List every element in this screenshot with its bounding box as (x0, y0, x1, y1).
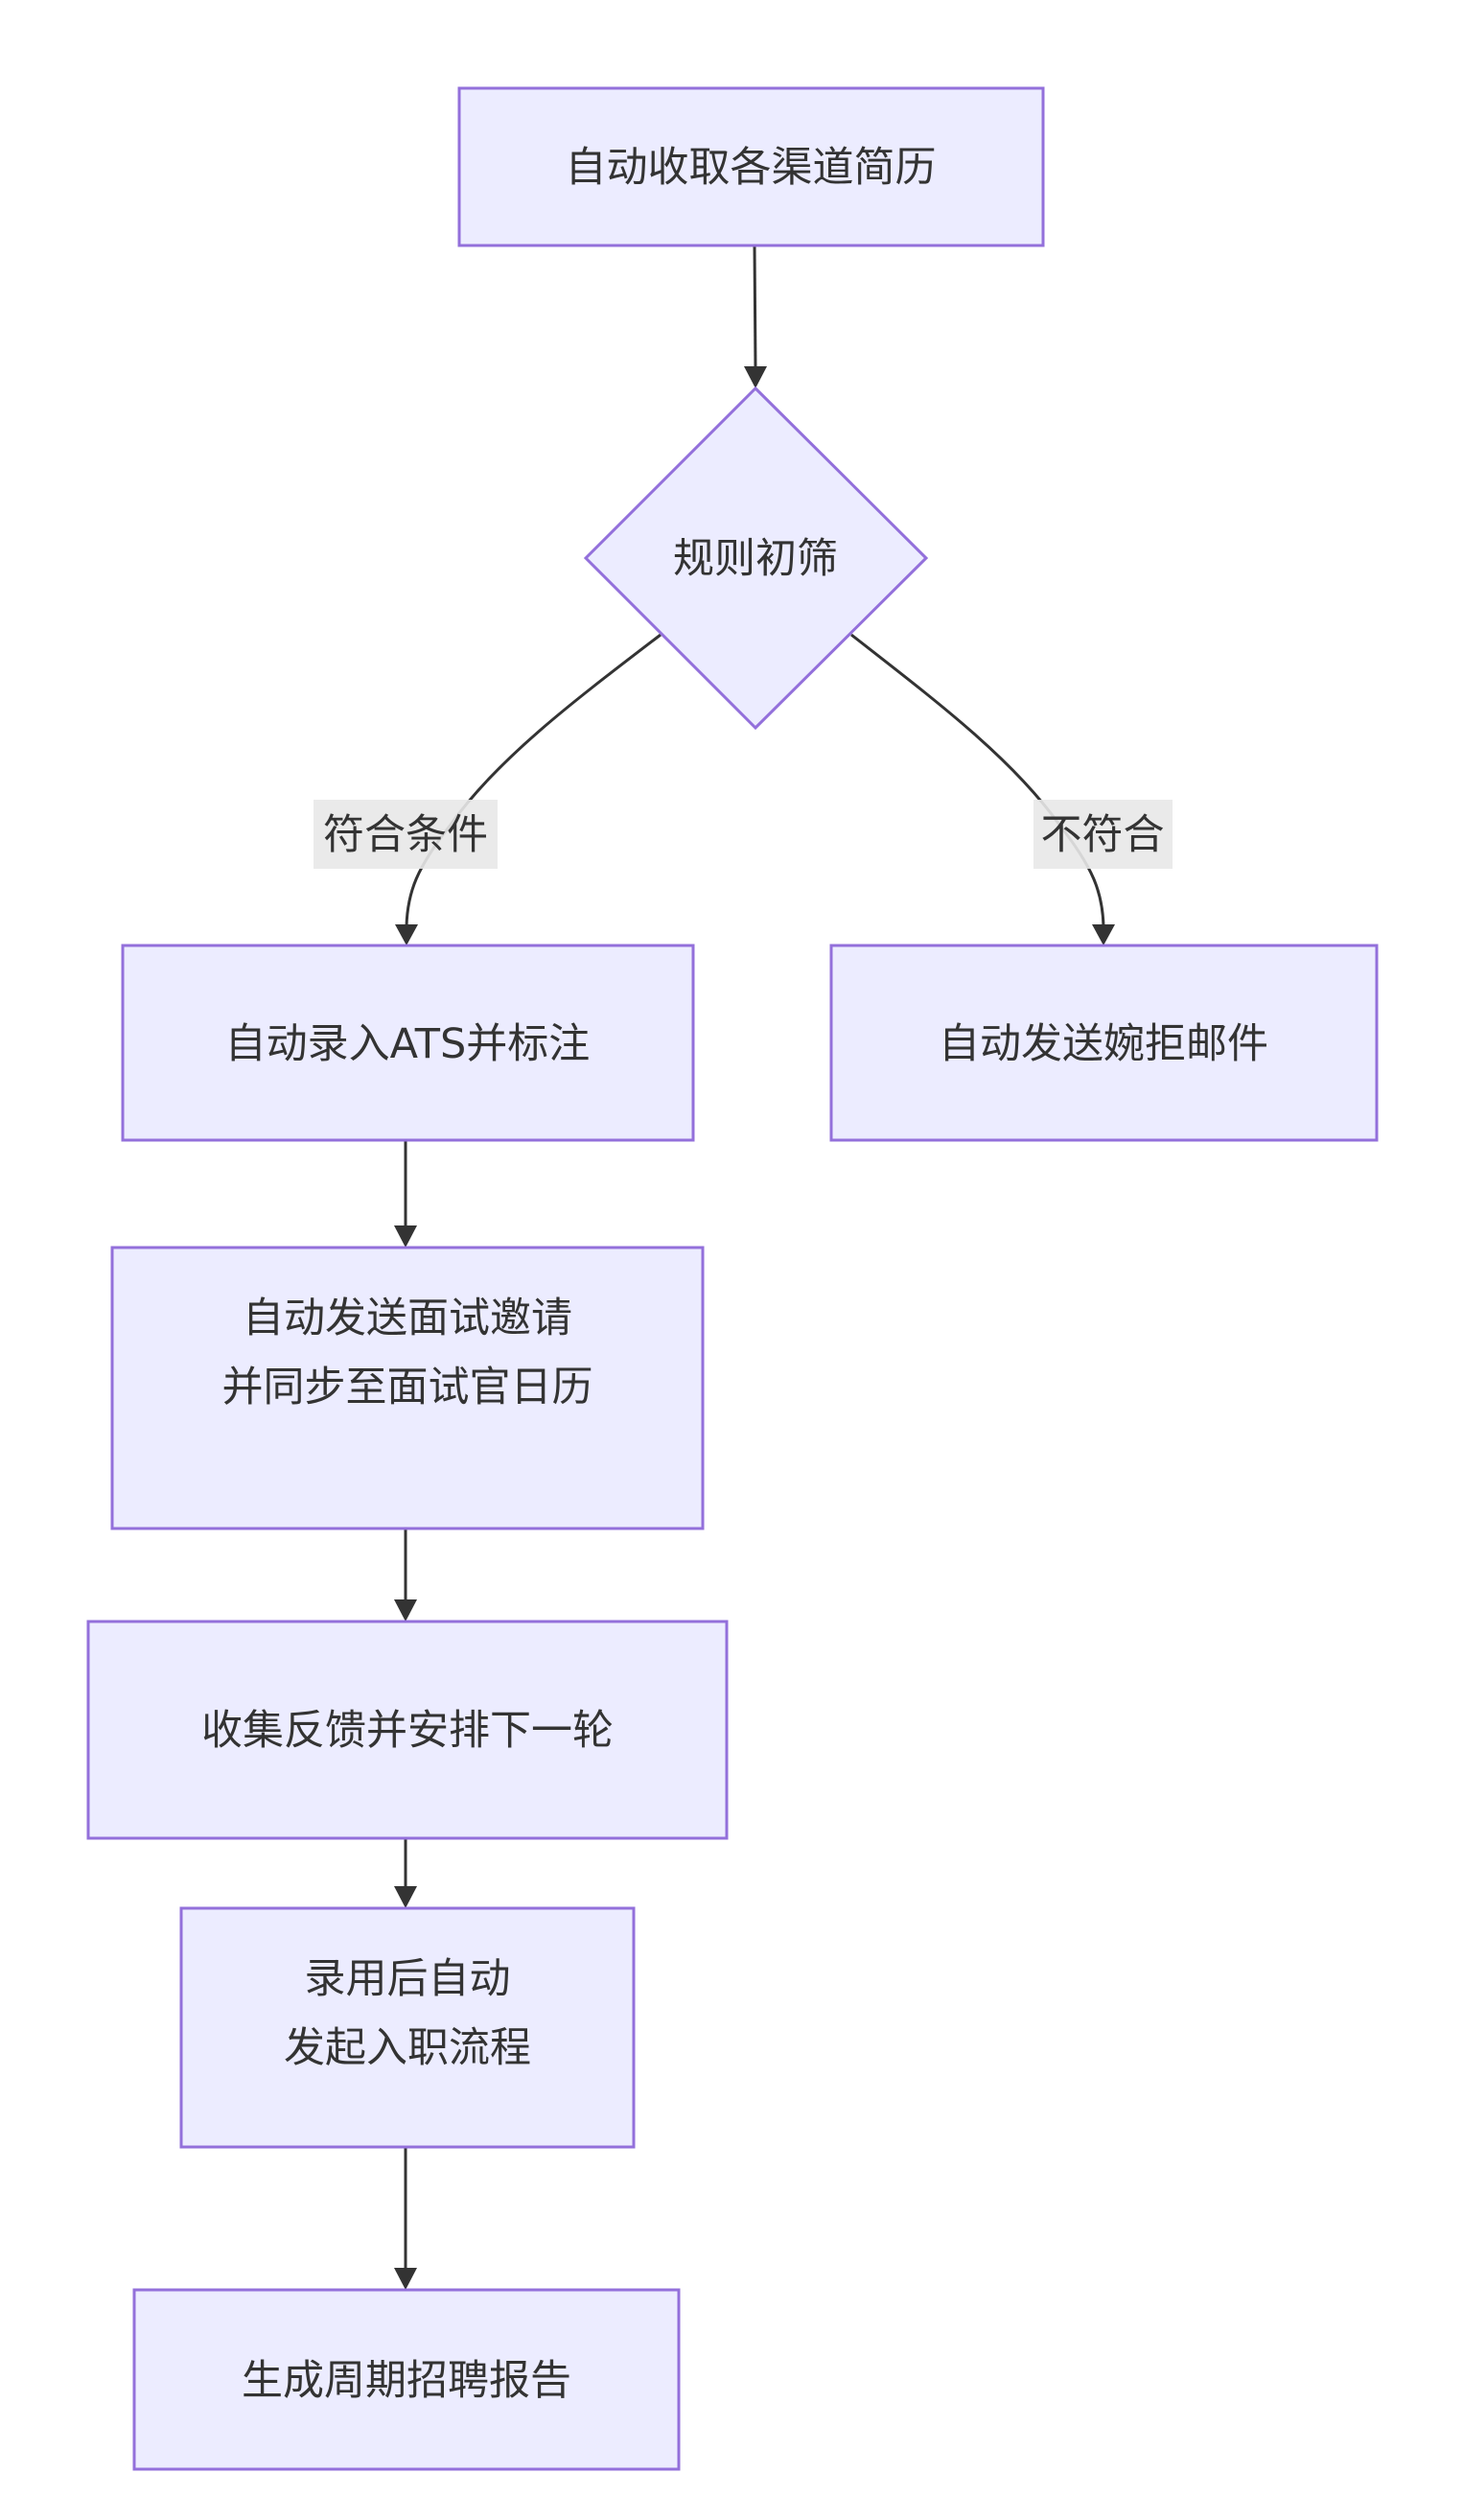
node-collect-feedback[interactable]: 收集反馈并安排下一轮 (86, 1620, 729, 1840)
edge-label-text: 不符合 (1041, 811, 1165, 859)
node-start-onboarding[interactable]: 录用后自动 发起入职流程 (179, 1906, 636, 2149)
node-generate-report[interactable]: 生成周期招聘报告 (132, 2288, 681, 2471)
node-label-line-2: 并同步至面试官日历 (222, 1364, 593, 1412)
edge-screen-to-reject (850, 633, 1105, 927)
decision-rule-screening[interactable]: 规则初筛 (583, 385, 929, 731)
node-label: 规则初筛 (673, 535, 838, 583)
arrowhead-icon (394, 2268, 417, 2290)
arrowhead-icon (394, 1599, 417, 1622)
edges (394, 245, 1115, 2290)
node-box[interactable] (132, 2288, 681, 2471)
node-box[interactable] (86, 1620, 729, 1840)
node-box[interactable] (179, 1906, 636, 2149)
edge-label-text: 符合条件 (323, 811, 488, 859)
node-label-line-2: 发起入职流程 (284, 2024, 531, 2072)
arrowhead-icon (395, 924, 418, 945)
node-box[interactable] (110, 1246, 705, 1530)
edge-label-fail: 不符合 (1033, 800, 1173, 869)
arrowhead-icon (394, 1225, 417, 1248)
node-label-line-1: 自动发送面试邀请 (243, 1295, 572, 1342)
node-send-interview-invite[interactable]: 自动发送面试邀请 并同步至面试官日历 (110, 1246, 705, 1530)
node-label: 生成周期招聘报告 (242, 2357, 571, 2405)
arrowhead-icon (1092, 924, 1115, 945)
arrowhead-icon (744, 366, 767, 388)
node-label: 收集反馈并安排下一轮 (201, 1707, 614, 1755)
node-label: 自动收取各渠道简历 (566, 144, 937, 192)
node-box[interactable] (121, 944, 695, 1142)
node-send-rejection[interactable]: 自动发送婉拒邮件 (829, 944, 1379, 1142)
node-label: 自动发送婉拒邮件 (939, 1020, 1268, 1068)
node-enter-ats[interactable]: 自动录入ATS并标注 (121, 944, 695, 1142)
node-box[interactable] (457, 86, 1045, 247)
node-box[interactable] (829, 944, 1379, 1142)
node-label-line-1: 录用后自动 (305, 1955, 511, 2003)
edge-label-bg (314, 800, 498, 869)
edge-screen-to-ats (405, 633, 662, 927)
node-label: 自动录入ATS并标注 (225, 1020, 591, 1068)
edge-label-bg (1033, 800, 1173, 869)
decision-diamond[interactable] (583, 385, 929, 731)
arrowhead-icon (394, 1886, 417, 1908)
node-collect-resumes[interactable]: 自动收取各渠道简历 (457, 86, 1045, 247)
edge-label-pass: 符合条件 (314, 800, 498, 869)
